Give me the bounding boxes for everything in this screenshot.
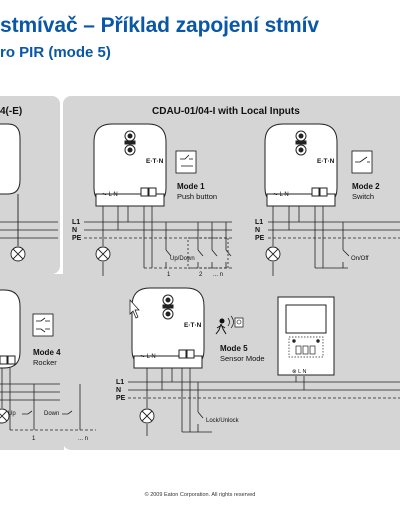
cursor-arrow-icon	[129, 299, 140, 319]
mode4-sublabel: Rocker	[33, 358, 57, 367]
mode1-lamp-icon	[95, 246, 111, 262]
copyright-footer: © 2009 Eaton Corporation. All rights res…	[144, 492, 256, 498]
mode5-n-label: N	[116, 387, 121, 394]
page-subtitle: ro PIR (mode 5)	[0, 44, 111, 61]
mode1-mark-n: ... n	[213, 272, 223, 278]
panel-title: CDAU-01/04-I with Local Inputs	[152, 106, 300, 117]
mode5-dimmer-device	[131, 287, 205, 369]
mode4-mark-n: ... n	[78, 436, 88, 442]
sensor-person-icon	[215, 315, 244, 335]
left-device-partial	[0, 123, 21, 195]
pushbutton-icon	[175, 150, 197, 174]
mode1-dimmer-device	[93, 123, 167, 207]
mode1-caption: Up/Down	[170, 256, 195, 262]
mode4-down-label: Down	[44, 411, 59, 417]
mode2-caption: On/Off	[351, 256, 369, 262]
mode2-n-label: N	[255, 227, 260, 234]
mode2-label: Mode 2	[352, 182, 380, 191]
mode1-terminal-labels: ⏦ L N	[102, 192, 118, 198]
mode2-sublabel: Switch	[352, 192, 374, 201]
mode1-n-label: N	[72, 227, 77, 234]
mode2-pe-label: PE	[255, 235, 265, 242]
page-title: stmívač – Příklad zapojení stmív	[0, 14, 319, 37]
mode5-caption: Lock/Unlock	[206, 418, 240, 424]
mode4-mark-1: 1	[32, 436, 36, 442]
mode2-l1-label: L1	[255, 219, 263, 226]
top-bus-lines	[0, 221, 400, 239]
mode5-pe-label: PE	[116, 395, 126, 402]
pir-sensor-unit	[277, 296, 335, 376]
mode5-l1-label: L1	[116, 379, 124, 386]
mode2-dimmer-device	[264, 123, 338, 207]
mode1-mark-1: 1	[167, 272, 171, 278]
mode2-terminal-labels: ⏦ L N	[273, 192, 289, 198]
mode5-lamp-icon	[139, 408, 155, 424]
mode2-wiring	[272, 206, 350, 276]
switch-icon	[351, 150, 373, 174]
left-lamp-icon	[10, 194, 26, 262]
mode5-brand-label: E·T·N	[184, 322, 202, 329]
mode1-wiring	[102, 206, 232, 276]
mode4-wiring	[0, 368, 96, 431]
mode2-lamp-icon	[265, 246, 281, 262]
mode4-dimmer-device	[0, 289, 21, 369]
mode1-l1-label: L1	[72, 219, 80, 226]
pir-terminal-labels: ⊗ L N	[292, 369, 307, 375]
mode1-sublabel: Push button	[177, 192, 217, 201]
mode5-label: Mode 5	[220, 344, 248, 353]
mode5-bus-lines	[128, 368, 400, 436]
mode1-brand-label: E·T·N	[146, 158, 164, 165]
mode5-sublabel: Sensor Mode	[220, 354, 265, 363]
mode1-label: Mode 1	[177, 182, 205, 191]
mode4-label: Mode 4	[33, 348, 61, 357]
mode4-lamp-icon	[0, 408, 10, 424]
mode5-terminal-labels: ⏦ L N	[140, 354, 156, 360]
left-panel-caption: 4(-E)	[0, 106, 22, 117]
mode4-up-label: Up	[8, 411, 16, 417]
mode1-mark-2: 2	[199, 272, 203, 278]
mode1-pe-label: PE	[72, 235, 82, 242]
rocker-icon	[32, 313, 54, 337]
mode2-brand-label: E·T·N	[317, 158, 335, 165]
